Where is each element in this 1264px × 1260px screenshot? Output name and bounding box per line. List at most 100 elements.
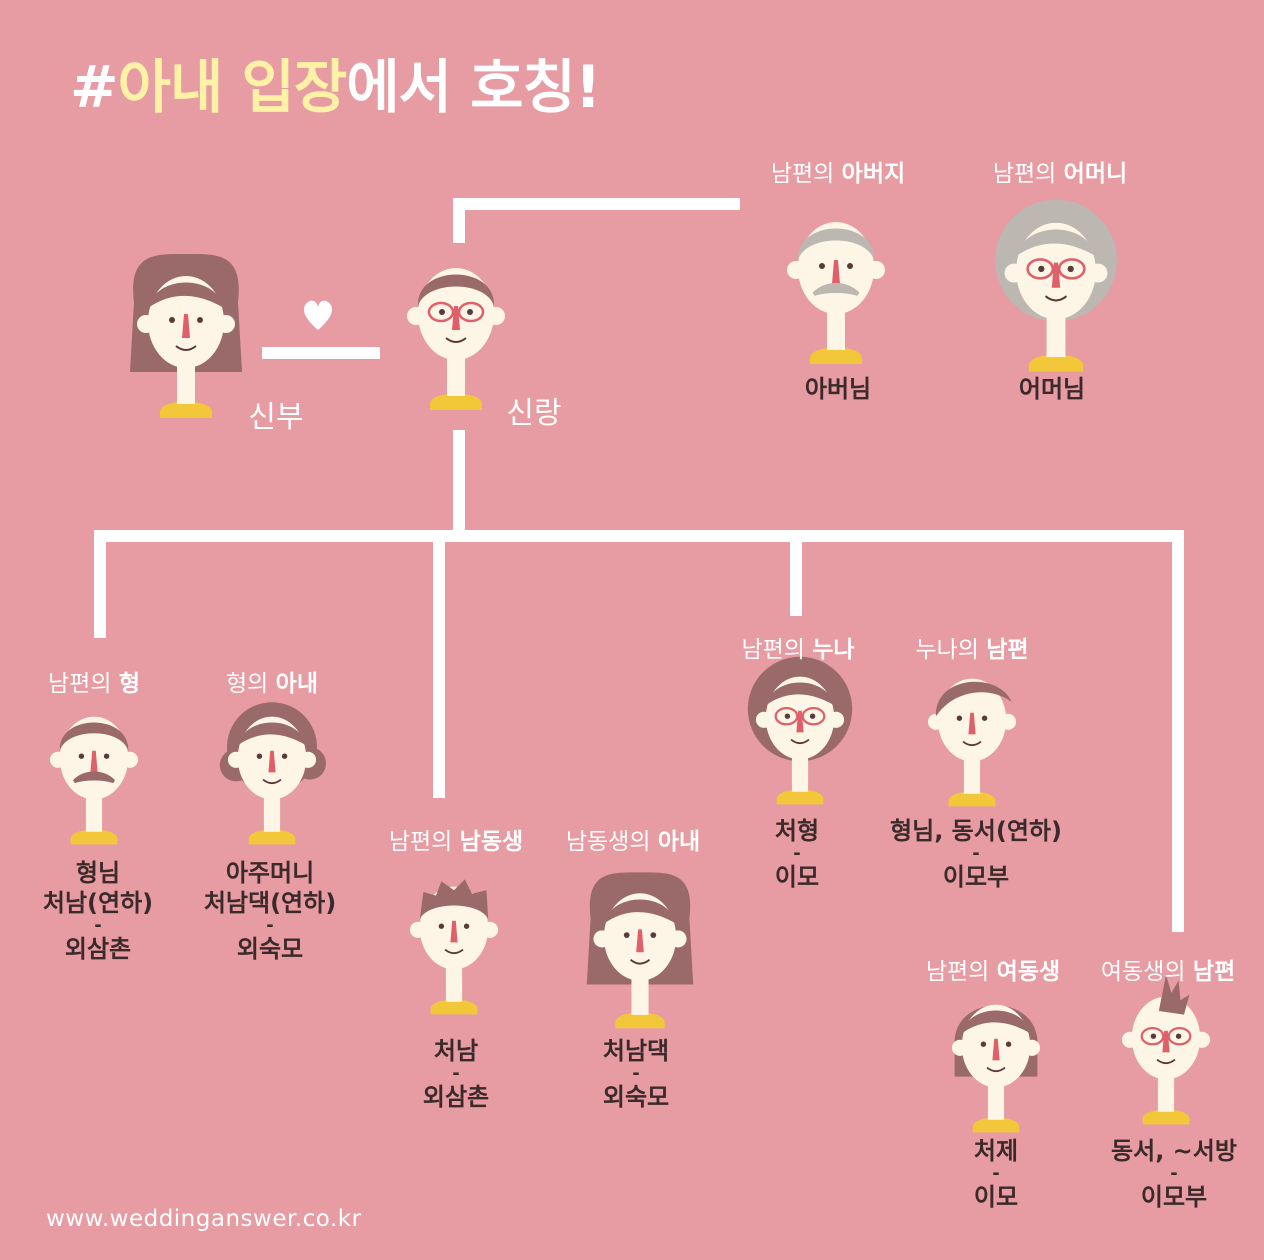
mouth-shape [629,959,651,965]
younger-sister-term: 처제 - 이모 [974,1136,1018,1212]
shirt-shape [1028,354,1084,372]
neck-shape [791,754,809,792]
neck-shape [85,794,103,832]
glasses-lens [1026,258,1055,280]
term-dash: - [972,843,980,864]
nose-shape [636,929,644,953]
term-line: 처형 [774,817,820,845]
neck-shape [447,354,465,396]
eye-shape [463,923,470,929]
younger-sister-husband-relation-part1: 여동생의 [1100,959,1193,985]
older-sister-husband-face [927,678,1017,807]
younger-sister-husband-relation-part2: 남편 [1192,959,1236,985]
glasses-lens [1167,1026,1192,1046]
shirt-shape [948,791,996,807]
younger-sister-relation-label: 남편의 여동생 [926,952,1060,986]
younger-sister-relation-part2: 여동생 [996,959,1061,985]
hair-front [417,274,495,306]
mother-relation-label: 남편의 어머니 [993,154,1127,188]
father-relation-label: 남편의 아버지 [771,154,905,188]
bride-label: 신부 [248,400,304,435]
older-sister-husband-relation-label: 누나의 남편 [915,630,1028,664]
term-line: 형님, 동서(연하) [890,817,1062,845]
hair-front [59,722,129,751]
eye-shape [78,753,85,759]
eye-shape [809,713,816,719]
hair-front [1158,975,1190,1015]
term-line: 처남 [433,1037,479,1065]
mouth-shape [790,738,810,745]
term-line: 외숙모 [236,935,304,963]
neck-shape [827,308,845,350]
shirt-shape [615,1012,665,1029]
nose-shape [1162,1030,1170,1053]
older-sister-husband-term: 형님, 동서(연하) - 이모부 [890,816,1062,892]
term-line: 형님 [75,859,121,887]
mother-term-line: 어머님 [1018,375,1086,403]
term-line: 이모부 [1140,1183,1208,1211]
older-brother-wife-face [219,702,326,845]
eye-shape [847,263,853,269]
younger-brother-relation-part2: 남동생 [459,829,524,855]
neck-shape [263,794,281,832]
title-highlight: 아내 입장 [117,53,348,121]
father-term-line: 아버님 [804,375,872,403]
mouth-shape [986,1066,1006,1073]
younger-brother-face [409,879,499,1015]
neck-shape [177,362,195,404]
neck-shape [631,975,649,1015]
eye-shape [1067,265,1074,273]
shirt-shape [248,829,296,845]
eye-shape [981,715,988,721]
bride-face [130,253,242,418]
shirt-shape [810,347,862,364]
mother-relation-part2: 어머니 [1063,161,1128,187]
father-face [787,222,885,364]
older-brother-term: 형님 처남(연하) - 외삼촌 [43,858,153,964]
eye-shape [650,932,657,938]
mouth-shape [1044,295,1068,302]
hair-front [961,1010,1031,1034]
eye-shape [169,317,175,323]
shirt-shape [1142,1109,1190,1125]
eye-shape [1005,1041,1012,1047]
term-line: 처남댁(연하) [203,889,337,917]
term-line: 외삼촌 [422,1083,490,1111]
neck-shape [1157,1074,1175,1112]
father-relation-part2: 아버지 [841,161,906,187]
term-line: 외숙모 [602,1083,670,1111]
mouth-shape [175,345,197,351]
younger-sister-face [951,1004,1041,1133]
hair-front [1016,229,1096,257]
mother-relation-part1: 남편의 [992,161,1064,187]
heart-icon [303,300,333,330]
neck-shape [1046,313,1066,358]
eye-shape [1150,1033,1157,1039]
nose-shape [796,710,804,733]
eye-shape [784,713,791,719]
older-brother-relation-part1: 남편의 [48,671,119,697]
older-brother-relation-label: 남편의 형 [48,664,140,698]
glasses-lens [457,301,485,323]
nose-shape [452,306,460,330]
term-line: 이모 [774,863,820,891]
term-line: 외삼촌 [64,935,132,963]
neck-shape [445,964,463,1002]
nose-shape [968,712,976,735]
older-brother-wife-relation-part1: 형의 [226,671,276,697]
older-brother-wife-term: 아주머니 처남댁(연하) - 외숙모 [204,858,336,964]
hair-front [237,722,307,746]
term-line: 동서, ~서방 [1111,1137,1237,1165]
eye-shape [281,753,288,759]
shirt-shape [430,393,482,410]
older-brother-wife-relation-part2: 아내 [275,671,318,697]
term-dash: - [992,1163,1000,1184]
mouth-shape [445,337,467,343]
neck-shape [963,756,981,794]
older-brother-wife-relation-label: 형의 아내 [226,664,318,698]
older-sister-relation-part2: 누나 [812,637,855,663]
nose-shape [268,750,276,773]
shirt-shape [776,789,824,805]
father-relation-part1: 남편의 [770,161,842,187]
